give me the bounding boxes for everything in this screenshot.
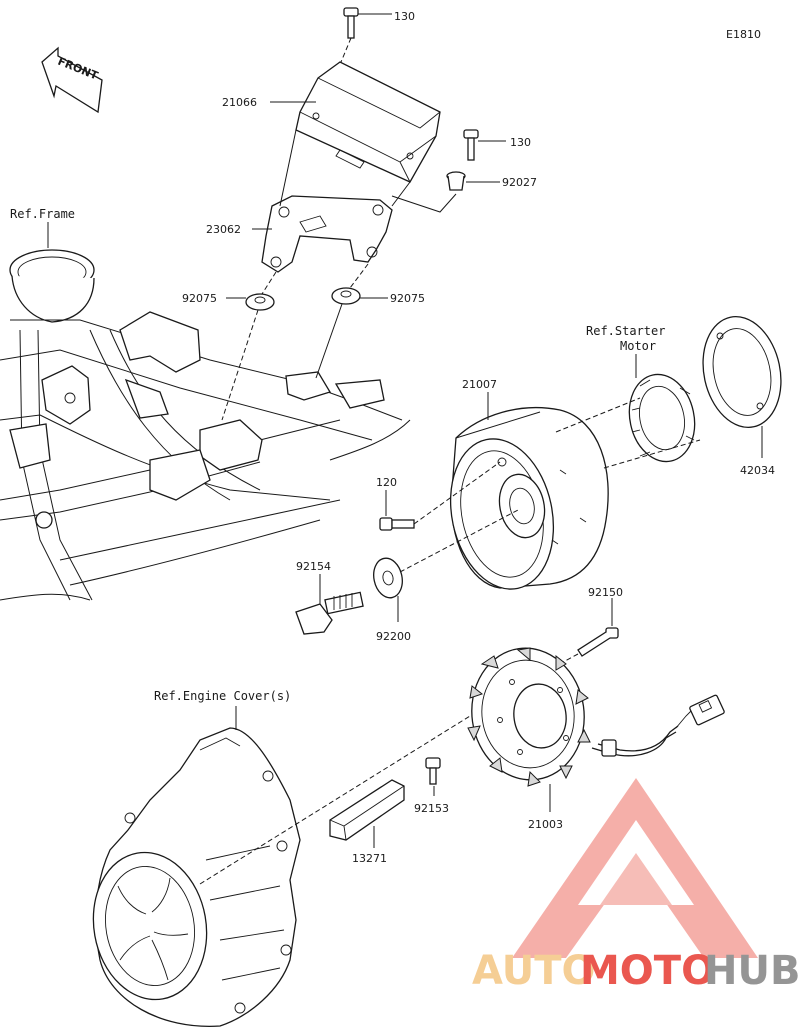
bracket-23062 (261, 195, 393, 273)
label-21007: 21007 (462, 378, 497, 391)
ref-engine-cover: Ref.Engine Cover(s) (154, 689, 291, 703)
starter-clutch (628, 373, 696, 463)
bolt-92153 (425, 757, 441, 785)
bolt-130-top (343, 7, 359, 39)
label-23062: 23062 (206, 223, 241, 236)
watermark-auto: AUTO (472, 948, 596, 994)
label-92027: 92027 (502, 176, 537, 189)
automotohub-logo: AUTO MOTO HUB (472, 778, 800, 994)
bolt-92154 (295, 591, 364, 635)
diagram-code: E1810 (726, 28, 761, 41)
bolt-92150 (577, 627, 619, 657)
stator-wire (591, 694, 725, 757)
rotor-21007 (449, 407, 609, 590)
ecu-21066 (295, 61, 441, 183)
label-21066: 21066 (222, 96, 257, 109)
label-130-right: 130 (510, 136, 531, 149)
grommet-92075-left (245, 293, 275, 311)
label-92075-left: 92075 (182, 292, 217, 305)
label-120: 120 (376, 476, 397, 489)
watermark-moto: MOTO (580, 948, 715, 994)
ref-starter-line1: Ref.Starter (586, 324, 665, 338)
label-92200: 92200 (376, 630, 411, 643)
stator-21003 (467, 647, 591, 787)
plate-13271 (329, 779, 405, 841)
label-92150: 92150 (588, 586, 623, 599)
washer-92200 (373, 557, 403, 599)
label-21003: 21003 (528, 818, 563, 831)
ref-frame: Ref.Frame (10, 207, 75, 221)
collar-92027 (446, 171, 466, 191)
ring-42034 (702, 316, 782, 428)
label-13271: 13271 (352, 852, 387, 865)
watermark-hub: HUB (704, 948, 800, 994)
frame-drawing (0, 249, 411, 601)
label-92075-right: 92075 (390, 292, 425, 305)
engine-cover (92, 727, 301, 1027)
ref-starter-line2: Motor (620, 339, 656, 353)
front-arrow-icon: FRONT (41, 46, 103, 114)
bolt-120 (379, 517, 415, 531)
label-92153: 92153 (414, 802, 449, 815)
label-92154: 92154 (296, 560, 331, 573)
label-130-top: 130 (394, 10, 415, 23)
grommet-92075-right (331, 287, 361, 305)
bolt-130-right (463, 129, 479, 161)
label-42034: 42034 (740, 464, 775, 477)
